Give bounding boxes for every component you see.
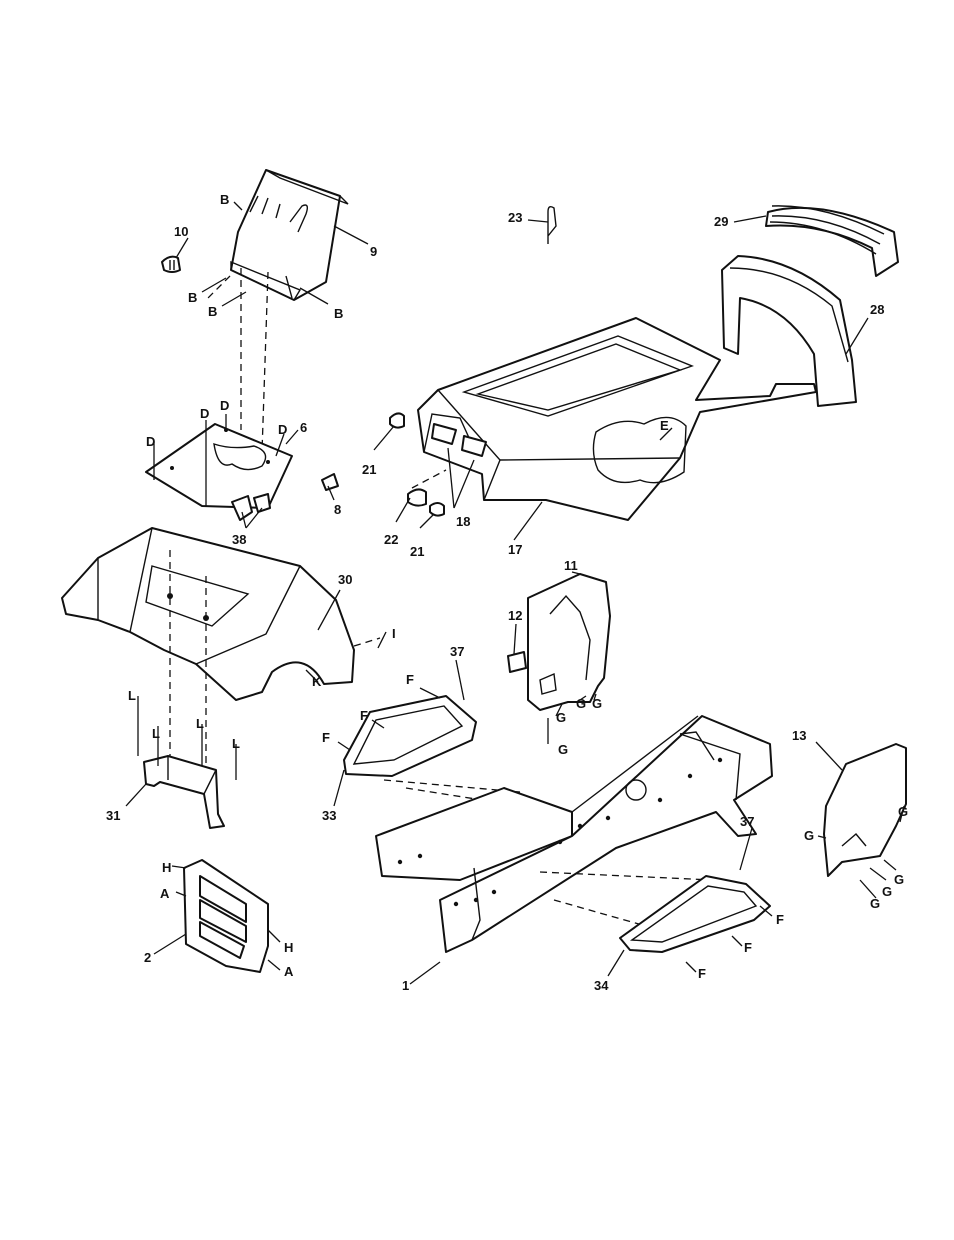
- ref-letter-d: D: [200, 406, 209, 421]
- ref-letter-g: G: [576, 696, 586, 711]
- decal-part: [508, 652, 526, 672]
- callout-33: 33: [322, 808, 336, 823]
- ref-letter-f: F: [322, 730, 330, 745]
- callout-21-lower: 21: [410, 544, 424, 559]
- callout-12: 12: [508, 608, 522, 623]
- callout-2: 2: [144, 950, 151, 965]
- callout-34: 34: [594, 978, 609, 993]
- ref-letter-d: D: [220, 398, 229, 413]
- callout-37-upper: 37: [450, 644, 464, 659]
- callout-18: 18: [456, 514, 470, 529]
- ref-letter-l: L: [232, 736, 240, 751]
- ref-letter-f: F: [698, 966, 706, 981]
- ref-letter-b: B: [220, 192, 229, 207]
- ref-letter-f: F: [360, 708, 368, 723]
- hitch-pin-part: [548, 207, 556, 244]
- ref-letter-g: G: [894, 872, 904, 887]
- ref-letter-b: B: [188, 290, 197, 305]
- ref-letter-i: I: [392, 626, 396, 641]
- ref-letter-f: F: [744, 940, 752, 955]
- callout-8: 8: [334, 502, 341, 517]
- ref-letter-b: B: [334, 306, 343, 321]
- ref-letter-k: K: [312, 674, 322, 689]
- ref-letter-g: G: [556, 710, 566, 725]
- hood-part: [418, 318, 816, 520]
- callout-9: 9: [370, 244, 377, 259]
- ref-letter-a: A: [160, 886, 170, 901]
- callout-22: 22: [384, 532, 398, 547]
- ref-letter-f: F: [776, 912, 784, 927]
- ref-letter-l: L: [128, 688, 136, 703]
- ref-letter-d: D: [146, 434, 155, 449]
- callout-31: 31: [106, 808, 120, 823]
- callout-6: 6: [300, 420, 307, 435]
- ref-letter-g: G: [882, 884, 892, 899]
- knob-part: [162, 257, 180, 272]
- ref-letter-g: G: [592, 696, 602, 711]
- ref-letter-g: G: [870, 896, 880, 911]
- bracket-part: [144, 756, 224, 828]
- dash-panel-part: [231, 170, 348, 300]
- mounting-plate-part: [146, 424, 292, 508]
- callout-23: 23: [508, 210, 522, 225]
- ref-letter-g: G: [898, 804, 908, 819]
- ref-letter-d: D: [278, 422, 287, 437]
- callout-17: 17: [508, 542, 522, 557]
- grille-part: [184, 860, 268, 972]
- ref-letter-f: F: [406, 672, 414, 687]
- callout-10: 10: [174, 224, 188, 239]
- callout-29: 29: [714, 214, 728, 229]
- callout-37-lower: 37: [740, 814, 754, 829]
- ref-letter-h: H: [162, 860, 171, 875]
- ref-letter-h: H: [284, 940, 293, 955]
- ref-letter-g: G: [558, 742, 568, 757]
- side-panel-part: [528, 574, 610, 710]
- callout-30: 30: [338, 572, 352, 587]
- ref-letter-a: A: [284, 964, 294, 979]
- callout-21-upper: 21: [362, 462, 376, 477]
- callout-28: 28: [870, 302, 884, 317]
- callout-1: 1: [402, 978, 409, 993]
- ref-letter-l: L: [196, 716, 204, 731]
- small-clip-part: [322, 474, 338, 490]
- ref-letter-l: L: [152, 726, 160, 741]
- ref-letter-g: G: [804, 828, 814, 843]
- callout-11: 11: [564, 558, 578, 573]
- callout-13: 13: [792, 728, 806, 743]
- ref-letter-b: B: [208, 304, 217, 319]
- callout-38: 38: [232, 532, 246, 547]
- ref-letter-e: E: [660, 418, 669, 433]
